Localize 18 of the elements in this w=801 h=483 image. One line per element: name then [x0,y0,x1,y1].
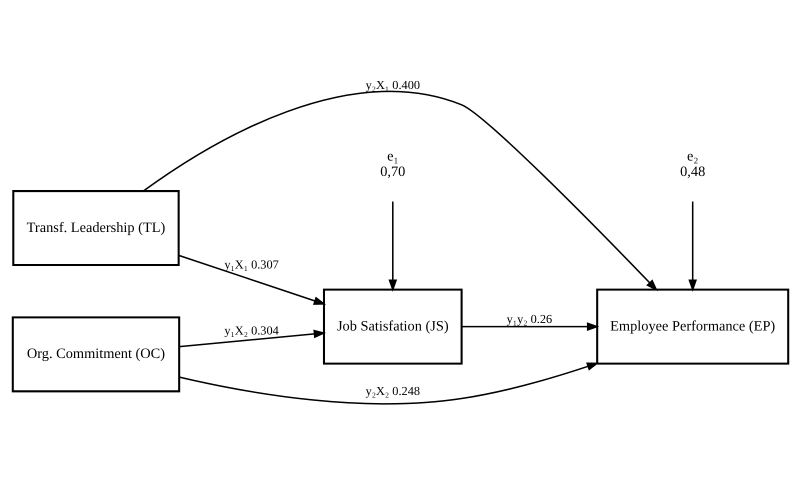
arrow [388,202,398,292]
edge-label: y₁X₂ 0.304 [224,323,279,338]
edge-label: y₁y₂ 0.26 [506,312,552,326]
arrow [462,322,600,331]
arrow [142,91,658,292]
arrow [179,362,600,405]
edge-label: y₂X₁ 0.400 [366,78,420,92]
node-box: Employee Performance (EP) [596,288,790,365]
node-box: Transf. Leadership (TL) [12,190,180,266]
edge-label: y₂X₂ 0.248 [366,384,420,398]
node-text: e₂ 0,48 [680,148,706,180]
node-box: Job Satisfation (JS) [322,288,463,365]
arrow [179,330,326,348]
node-box: Org. Commitment (OC) [12,316,180,392]
edge-label: y₁X₁ 0.307 [224,258,279,272]
node-text: e₁ 0,70 [380,148,406,180]
arrow [688,202,698,292]
arrow [178,254,326,305]
